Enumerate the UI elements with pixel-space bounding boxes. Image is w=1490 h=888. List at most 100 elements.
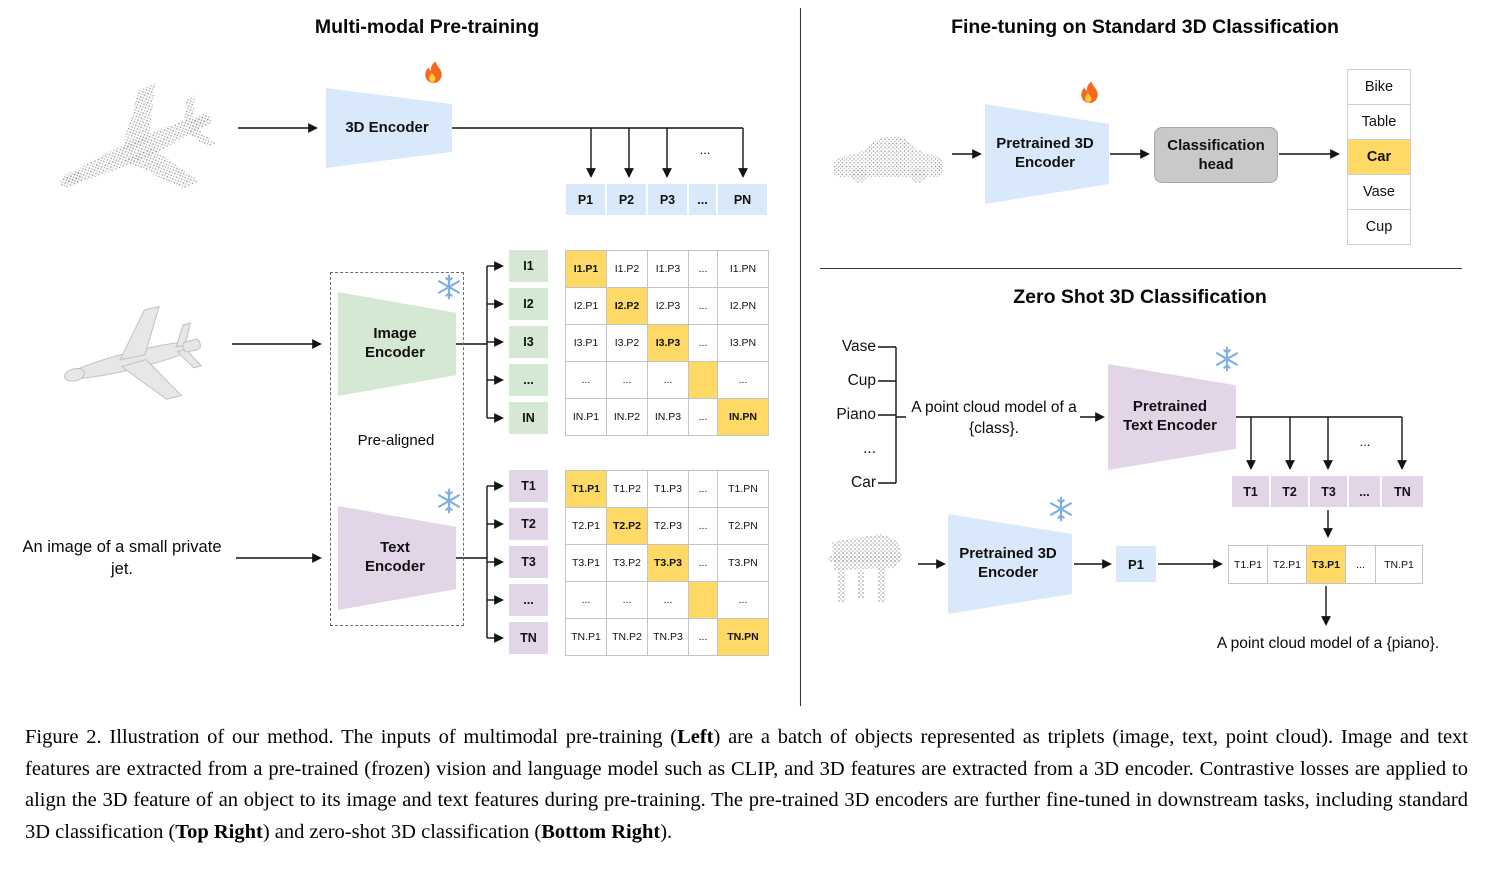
pretrained-text-encoder-label: Pretrained Text Encoder xyxy=(1123,398,1217,434)
text-feature-cell: T3 xyxy=(1310,476,1347,507)
point-feature-cell: ... xyxy=(688,183,717,216)
point-feature-cell: P2 xyxy=(606,183,647,216)
similarity-cell: ... xyxy=(648,582,689,619)
similarity-cell: TN.P1 xyxy=(1376,546,1423,584)
similarity-cell: ... xyxy=(689,399,718,436)
3d-encoder-label: 3D Encoder xyxy=(345,118,429,136)
point-feature-cell: P1 xyxy=(565,183,606,216)
similarity-cell: ... xyxy=(689,325,718,362)
pretrained-text-encoder-block: Pretrained Text Encoder xyxy=(1108,364,1236,470)
caption-segment: ) and zero-shot 3D classification ( xyxy=(262,820,542,843)
text-feature-cell: T3 xyxy=(509,546,548,578)
text-feature-cell: T1 xyxy=(1232,476,1269,507)
ellipsis-label: ... xyxy=(1359,434,1371,449)
similarity-cell: T3.P1 xyxy=(566,545,607,582)
similarity-cell: I1.P3 xyxy=(648,251,689,288)
similarity-cell: ... xyxy=(718,582,769,619)
3d-encoder-block: 3D Encoder xyxy=(326,88,452,168)
prompt-text: A point cloud model of a {class}. xyxy=(911,399,1077,437)
pretrained-3d-encoder-block: Pretrained 3D Encoder xyxy=(985,104,1109,204)
similarity-cell: I2.P3 xyxy=(648,288,689,325)
caption-segment: ) are a batch of objects represented as … xyxy=(25,726,1468,843)
image-feature-cell: I2 xyxy=(509,288,548,320)
similarity-cell: TN.PN xyxy=(718,619,769,656)
classification-head-block: Classification head xyxy=(1154,127,1278,183)
image-feature-cell: IN xyxy=(509,402,548,434)
similarity-cell: ... xyxy=(689,508,718,545)
similarity-cell: T1.PN xyxy=(718,471,769,508)
similarity-cell: TN.P2 xyxy=(607,619,648,656)
classification-head-label: Classification head xyxy=(1167,136,1265,174)
prealigned-label: Pre-aligned xyxy=(357,432,435,449)
similarity-cell: T3.P2 xyxy=(607,545,648,582)
similarity-cell: I2.P2 xyxy=(607,288,648,325)
snowflake-icon xyxy=(1216,346,1238,372)
similarity-cell: I2.PN xyxy=(718,288,769,325)
class-option: Car xyxy=(1348,140,1410,175)
similarity-cell: ... xyxy=(566,362,607,399)
image-feature-cell: ... xyxy=(509,364,548,396)
text-feature-cell: ... xyxy=(509,584,548,616)
zeroshot-title: Zero Shot 3D Classification xyxy=(1013,286,1267,308)
similarity-cell: I3.PN xyxy=(718,325,769,362)
point-feature-cell: P3 xyxy=(647,183,688,216)
pretrained-3d-encoder-block: Pretrained 3D Encoder xyxy=(948,514,1072,614)
similarity-cell: IN.P1 xyxy=(566,399,607,436)
similarity-cell: ... xyxy=(607,362,648,399)
similarity-cell: TN.P3 xyxy=(648,619,689,656)
similarity-cell: I1.P1 xyxy=(566,251,607,288)
image-encoder-block: Image Encoder xyxy=(338,292,456,396)
similarity-cell: ... xyxy=(689,251,718,288)
similarity-cell: ... xyxy=(689,288,718,325)
similarity-cell: I2.P1 xyxy=(566,288,607,325)
class-option: Cup xyxy=(1365,219,1393,235)
similarity-cell: IN.PN xyxy=(718,399,769,436)
fire-icon xyxy=(425,61,442,83)
text-feature-cell: TN xyxy=(1382,476,1423,507)
similarity-cell: ... xyxy=(689,545,718,582)
car-point-cloud xyxy=(833,136,944,184)
image-feature-cell: I3 xyxy=(509,326,548,358)
similarity-cell: T3.P1 xyxy=(1307,546,1346,584)
caption-segment: Figure 2. Illustration of our method. Th… xyxy=(25,726,678,748)
airplane-image xyxy=(53,298,212,423)
similarity-cell: ... xyxy=(689,471,718,508)
caption-segment-bold: Bottom Right xyxy=(541,820,661,843)
similarity-cell: ... xyxy=(607,582,648,619)
snowflake-icon xyxy=(438,488,460,514)
similarity-cell: T2.P2 xyxy=(607,508,648,545)
class-word: Vase xyxy=(841,338,876,355)
piano-point-cloud xyxy=(828,534,902,602)
similarity-cell: T2.P1 xyxy=(1268,546,1307,584)
similarity-cell: ... xyxy=(689,619,718,656)
fire-icon xyxy=(1081,81,1098,103)
similarity-cell: T1.P1 xyxy=(566,471,607,508)
point-feature-cell: PN xyxy=(717,183,768,216)
caption-segment-bold: Top Right xyxy=(175,820,263,843)
similarity-cell: I3.P3 xyxy=(648,325,689,362)
similarity-cell: IN.P2 xyxy=(607,399,648,436)
text-feature-cell: ... xyxy=(1349,476,1380,507)
class-word: Piano xyxy=(836,406,876,423)
similarity-cell: T3.P3 xyxy=(648,545,689,582)
similarity-cell: I1.P2 xyxy=(607,251,648,288)
similarity-cell: T2.P1 xyxy=(566,508,607,545)
point-feature-cell: P1 xyxy=(1116,546,1156,582)
caption-segment-bold: Left xyxy=(677,726,714,748)
class-word: Car xyxy=(851,474,876,491)
image-encoder-label: Image Encoder xyxy=(364,325,425,361)
similarity-cell: T3.PN xyxy=(718,545,769,582)
class-word: Cup xyxy=(847,372,876,389)
text-feature-cell: T2 xyxy=(509,508,548,540)
airplane-point-cloud xyxy=(38,68,233,220)
similarity-cell: T1.P2 xyxy=(607,471,648,508)
ellipsis-label: ... xyxy=(699,142,711,157)
